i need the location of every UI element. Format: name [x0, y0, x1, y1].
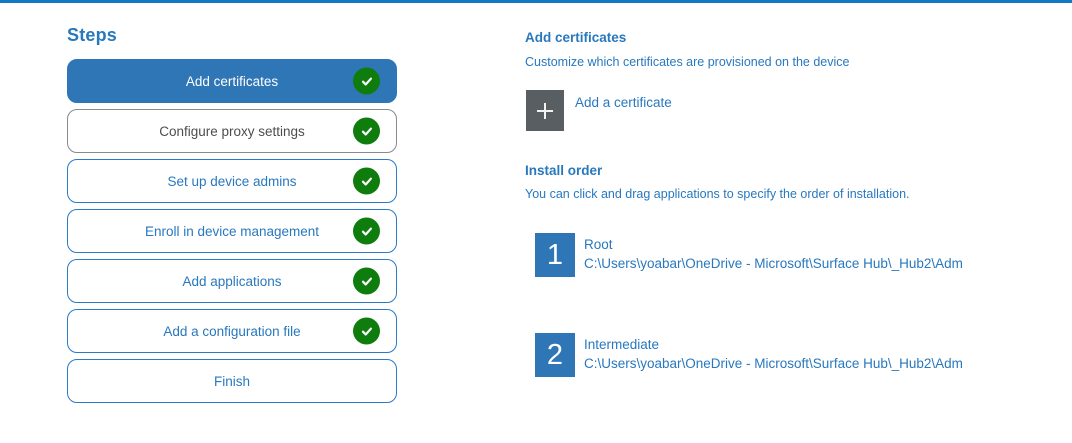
order-item-text: Intermediate C:\Users\yoabar\OneDrive - … — [584, 333, 963, 373]
plus-icon — [533, 99, 557, 123]
check-circle-icon — [353, 67, 380, 95]
install-order-item-intermediate[interactable]: 2 Intermediate C:\Users\yoabar\OneDrive … — [535, 333, 1055, 377]
top-accent-rule — [0, 0, 1072, 3]
certificate-path: C:\Users\yoabar\OneDrive - Microsoft\Sur… — [584, 256, 963, 271]
step-add-applications[interactable]: Add applications — [67, 259, 397, 303]
order-number-badge: 2 — [535, 333, 575, 377]
check-circle-icon — [353, 167, 380, 195]
step-finish[interactable]: Finish — [67, 359, 397, 403]
add-certificate-button[interactable] — [526, 90, 564, 131]
step-label: Configure proxy settings — [159, 123, 305, 139]
check-circle-icon — [353, 267, 380, 295]
check-circle-icon — [353, 217, 380, 245]
certificate-path: C:\Users\yoabar\OneDrive - Microsoft\Sur… — [584, 356, 963, 371]
step-label: Enroll in device management — [144, 223, 320, 239]
step-label: Finish — [213, 373, 250, 389]
steps-title: Steps — [67, 25, 118, 45]
install-order-item-root[interactable]: 1 Root C:\Users\yoabar\OneDrive - Micros… — [535, 233, 1055, 277]
step-label: Set up device admins — [167, 173, 297, 189]
step-configure-proxy-settings[interactable]: Configure proxy settings — [67, 109, 397, 153]
add-certificate-row: Add a certificate — [526, 90, 1055, 131]
check-circle-icon — [353, 117, 380, 145]
panel-subtitle: Customize which certificates are provisi… — [525, 55, 850, 69]
step-add-a-configuration-file[interactable]: Add a configuration file — [67, 309, 397, 353]
add-certificate-label: Add a certificate — [575, 95, 672, 110]
steps-sidebar: Steps Add certificates Configure proxy s… — [67, 25, 397, 409]
order-item-text: Root C:\Users\yoabar\OneDrive - Microsof… — [584, 233, 963, 273]
check-circle-icon — [353, 317, 380, 345]
certificate-name: Intermediate — [584, 337, 660, 352]
step-label: Add a configuration file — [163, 323, 301, 339]
step-label: Add applications — [182, 273, 282, 289]
step-add-certificates[interactable]: Add certificates — [67, 59, 397, 103]
panel-title: Add certificates — [525, 30, 627, 45]
step-enroll-in-device-management[interactable]: Enroll in device management — [67, 209, 397, 253]
order-number-badge: 1 — [535, 233, 575, 277]
install-order-title: Install order — [525, 163, 603, 178]
step-set-up-device-admins[interactable]: Set up device admins — [67, 159, 397, 203]
step-label: Add certificates — [185, 73, 279, 89]
install-order-description: You can click and drag applications to s… — [525, 187, 910, 201]
add-certificates-panel: Add certificates Customize which certifi… — [525, 30, 1055, 377]
certificate-name: Root — [584, 237, 613, 252]
